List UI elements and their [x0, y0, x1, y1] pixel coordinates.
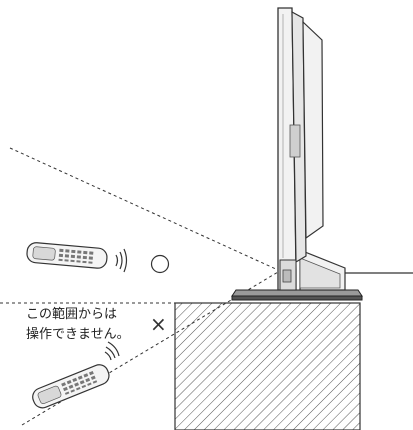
tv-stand [231, 249, 413, 301]
cross-ng-icon: × [150, 312, 167, 336]
out-of-range-note: この範囲からは 操作できません。 [26, 305, 130, 345]
signal-waves-icon [115, 248, 128, 273]
tv-stand-cabinet [174, 302, 361, 430]
remote-control-icon [26, 242, 108, 269]
signal-waves-icon [104, 341, 120, 361]
circle-ok-icon [150, 254, 170, 274]
remote-control-icon [32, 364, 110, 409]
note-line-1: この範囲からは [26, 307, 118, 322]
note-line-2: 操作できません。 [26, 327, 130, 342]
tv-panel-side [277, 7, 324, 291]
range-limit-upper [9, 147, 279, 271]
